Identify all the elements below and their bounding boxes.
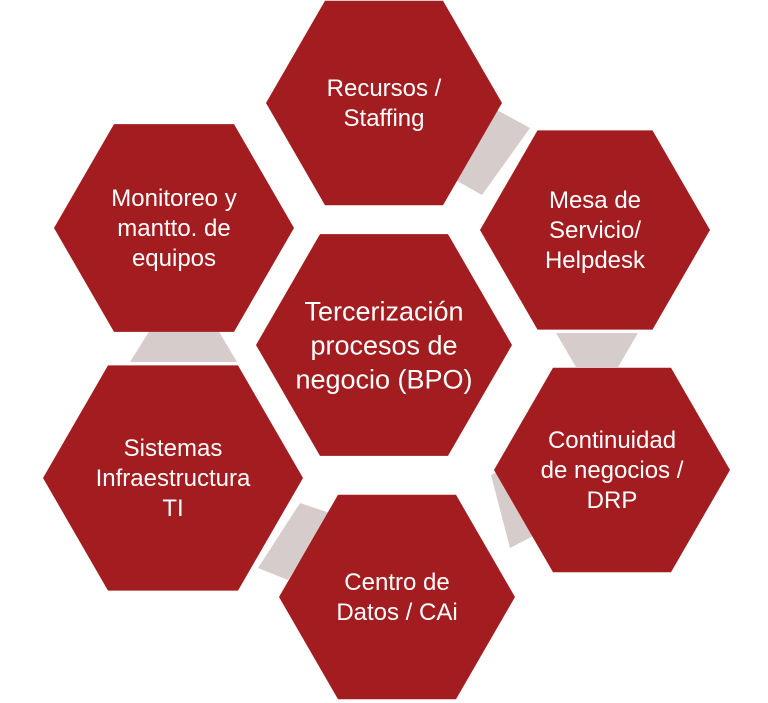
hexagon-label-continuidad-line-3: DRP (587, 487, 638, 514)
hexagon-label-mesa-servicio-line-3: Helpdesk (545, 247, 646, 274)
hexagon-shape-monitoreo (54, 124, 294, 332)
hexagon-shape-recursos (266, 0, 502, 206)
hexagon-label-centro-datos-line-1: Centro de (344, 569, 449, 596)
hexagon-label-recursos-line-1: Recursos / (327, 75, 442, 102)
hexagon-shape-center (256, 234, 512, 456)
hexagon-label-sistemas-line-1: Sistemas (124, 435, 223, 462)
hexagon-label-center-line-3: negocio (BPO) (295, 364, 472, 394)
hexagon-recursos: Recursos / Staffing (266, 0, 502, 206)
connector-centro-sistemas (258, 503, 330, 580)
hexagon-label-monitoreo-line-2: mantto. de (117, 215, 230, 242)
connector-sistemas-monitoreo (130, 330, 237, 362)
connector-mesa-continuidad (556, 333, 638, 367)
hexagon-label-centro-datos-line-2: Datos / CAi (336, 599, 457, 626)
hexagon-center: Tercerización procesos de negocio (BPO) (256, 234, 512, 456)
hexagon-label-continuidad-line-2: de negocios / (541, 457, 684, 484)
hexagon-continuidad: Continuidad de negocios / DRP (494, 367, 730, 573)
hexagon-shape-centro-datos (279, 494, 515, 700)
hexagon-label-center-line-1: Tercerización (304, 296, 463, 326)
connector-recursos-mesa (452, 110, 530, 195)
hexagon-centro-datos: Centro de Datos / CAi (279, 494, 515, 700)
hexagon-label-mesa-servicio-line-1: Mesa de (549, 187, 641, 214)
hexagon-shape-sistemas (43, 365, 303, 591)
hexagon-label-monitoreo-line-1: Monitoreo y (111, 185, 236, 212)
hexagon-shape-mesa-servicio (480, 130, 710, 330)
hexagon-label-sistemas-line-2: Infraestructura (96, 465, 251, 492)
hexagon-shape-continuidad (494, 367, 730, 573)
hexagon-label-continuidad-line-1: Continuidad (548, 427, 676, 454)
hexagon-label-monitoreo-line-3: equipos (132, 245, 216, 272)
hexagon-label-recursos-line-2: Staffing (344, 105, 425, 132)
hexagon-label-mesa-servicio-line-2: Servicio/ (549, 217, 641, 244)
hexagon-label-sistemas-line-3: TI (162, 495, 183, 522)
hexagon-mesa-servicio: Mesa de Servicio/Helpdesk (480, 130, 710, 330)
hexagon-label-center-line-2: procesos de (310, 330, 457, 360)
hexagon-monitoreo: Monitoreo y mantto. de equipos (54, 124, 294, 332)
